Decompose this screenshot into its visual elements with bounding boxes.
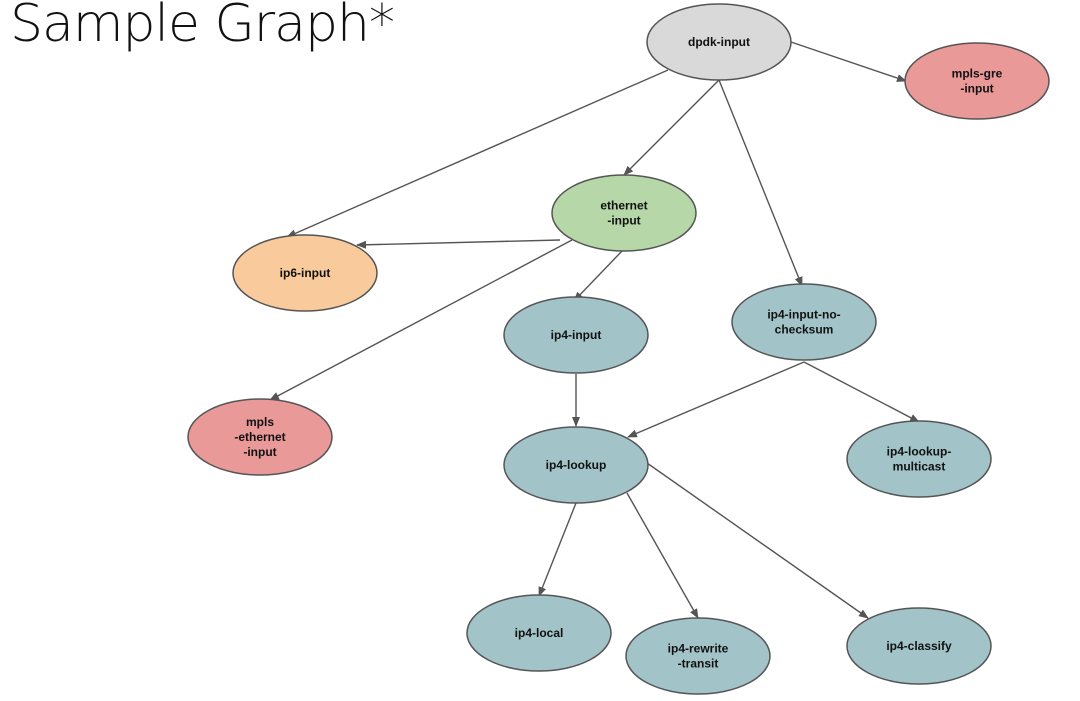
edge-ethernet-input-to-ip6-input: [356, 239, 561, 249]
node-label: dpdk-input: [688, 35, 750, 49]
node-label: ip4-lookup-: [887, 445, 952, 459]
node-label: multicast: [893, 460, 946, 474]
node-label: ip4-local: [515, 626, 564, 640]
edge-dpdk-input-to-ip6-input: [286, 69, 669, 238]
node-label: ip4-rewrite: [668, 642, 729, 656]
node-mpls-ethernet-input[interactable]: mpls-ethernet-input: [187, 398, 333, 476]
node-label: ip4-input: [551, 328, 602, 342]
node-ip4-input[interactable]: ip4-input: [503, 296, 649, 374]
node-label: -input: [607, 214, 640, 228]
node-label: ip4-classify: [886, 639, 952, 653]
node-label: checksum: [775, 323, 834, 337]
node-ip6-input[interactable]: ip6-input: [232, 234, 378, 312]
edge-dpdk-input-to-ethernet-input: [623, 79, 720, 176]
edge-ip4-lookup-to-ip4-classify: [646, 462, 869, 619]
node-dpdk-input[interactable]: dpdk-input: [646, 3, 792, 81]
node-mpls-gre-input[interactable]: mpls-gre-input: [904, 42, 1050, 120]
node-ellipse: [551, 174, 697, 252]
node-ellipse: [846, 420, 992, 498]
node-label: -input: [243, 445, 276, 459]
node-ellipse: [503, 296, 649, 374]
edge-ip4-input-no-checksum-to-ip4-lookup-multicast: [803, 361, 920, 423]
node-ellipse: [503, 426, 649, 504]
node-ellipse: [187, 398, 333, 476]
slide-title: Sample Graph*: [10, 0, 395, 54]
node-label: -input: [960, 82, 993, 96]
edge-dpdk-input-to-mpls-gre-input: [790, 41, 907, 82]
node-ellipse: [232, 234, 378, 312]
edges-layer: [269, 41, 920, 619]
node-label: -ethernet: [234, 430, 285, 444]
edge-ethernet-input-to-ip4-input: [573, 250, 623, 302]
node-ip4-rewrite-transit[interactable]: ip4-rewrite-transit: [625, 617, 771, 695]
node-label: mpls-gre: [952, 67, 1003, 81]
node-ellipse: [731, 283, 877, 361]
node-ip4-input-no-checksum[interactable]: ip4-input-no-checksum: [731, 283, 877, 361]
node-label: ethernet: [600, 199, 647, 213]
node-label: ip6-input: [280, 266, 331, 280]
node-ellipse: [846, 607, 992, 685]
node-label: ip4-lookup: [546, 458, 607, 472]
edge-ip4-lookup-to-ip4-rewrite-transit: [626, 492, 699, 619]
node-ellipse: [625, 617, 771, 695]
node-ip4-classify[interactable]: ip4-classify: [846, 607, 992, 685]
node-ellipse: [466, 594, 612, 672]
node-ip4-lookup-multicast[interactable]: ip4-lookup-multicast: [846, 420, 992, 498]
node-label: -transit: [678, 657, 719, 671]
edge-ip4-input-no-checksum-to-ip4-lookup: [627, 361, 805, 438]
node-label: mpls: [246, 415, 274, 429]
node-ethernet-input[interactable]: ethernet-input: [551, 174, 697, 252]
edge-ip4-lookup-to-ip4-local: [538, 502, 577, 597]
edge-dpdk-input-to-ip4-input-no-checksum: [718, 79, 803, 287]
node-ellipse: [904, 42, 1050, 120]
node-label: ip4-input-no-: [767, 308, 840, 322]
node-ellipse: [646, 3, 792, 81]
edge-ethernet-input-to-mpls-ethernet-input: [269, 239, 573, 401]
node-ip4-local[interactable]: ip4-local: [466, 594, 612, 672]
nodes-layer: dpdk-inputmpls-gre-inputethernet-inputip…: [187, 3, 1050, 695]
node-ip4-lookup[interactable]: ip4-lookup: [503, 426, 649, 504]
